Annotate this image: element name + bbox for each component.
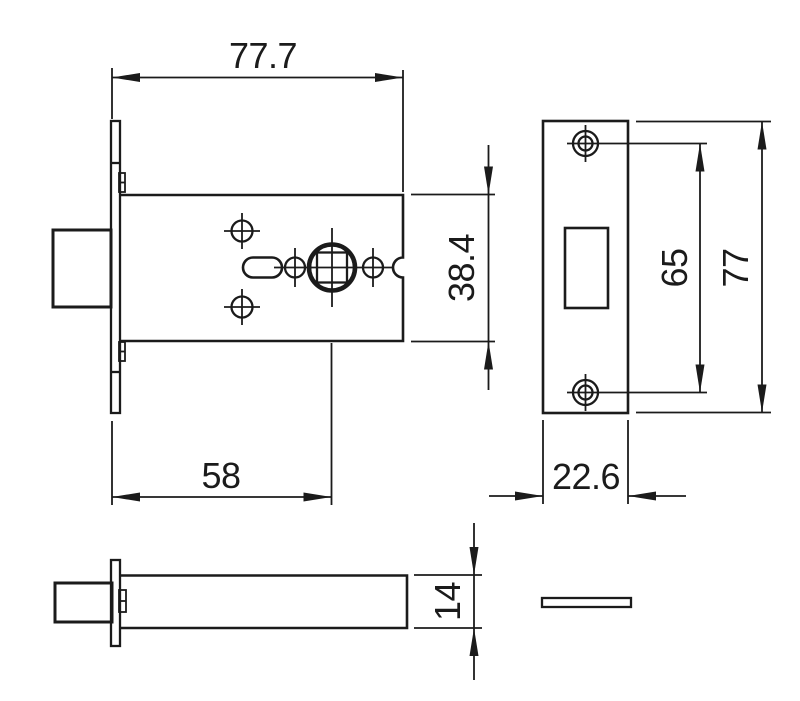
dim-label-case-height: 38.4 [441, 234, 482, 302]
dimension-case-length: 77.7 [111, 35, 404, 192]
case-outline [120, 574, 409, 630]
dimension-case-height: 38.4 [411, 145, 495, 390]
lock-case-bottom-view [53, 558, 409, 648]
dimension-backset: 58 [111, 421, 332, 505]
latch-bolt [53, 581, 114, 624]
arrowhead-bottom [695, 364, 705, 393]
dim-label-backset: 58 [201, 455, 240, 496]
arrowhead-top [484, 166, 493, 195]
spindle-follower [306, 228, 358, 307]
arrowhead-bottom [484, 341, 493, 370]
arrowhead-right [303, 492, 332, 502]
latch-bolt [51, 228, 113, 309]
arrowhead-left [515, 491, 543, 501]
arrowhead-left [112, 73, 140, 82]
dimension-faceplate-width: 22.6 [489, 420, 686, 504]
arrowhead-bottom [757, 384, 767, 413]
dimension-faceplate-height: 77 [636, 120, 771, 414]
arrowhead-right [375, 73, 403, 82]
arrowhead-top [695, 143, 705, 172]
arrowhead-right [628, 491, 656, 501]
dim-label-case-length: 77.7 [229, 35, 297, 76]
spring-clip [118, 589, 127, 613]
dim-label-faceplate-height: 77 [715, 248, 756, 287]
dim-label-case-thickness: 14 [427, 582, 468, 621]
dimension-screw-spacing: 65 [654, 143, 705, 393]
arrowhead-bottom [469, 628, 479, 656]
faceplate-front-view [541, 119, 707, 415]
dim-label-screw-spacing: 65 [654, 248, 695, 287]
pin-hole-left [274, 248, 312, 287]
lock-case-front-view [51, 119, 405, 505]
faceplate-screw-hole-bottom [567, 374, 707, 411]
case-outline [120, 193, 405, 343]
dim-label-faceplate-width: 22.6 [552, 456, 620, 497]
faceplate-outline [541, 119, 630, 415]
screw-hole-bottom [224, 289, 260, 325]
faceplate-screw-hole-top [567, 125, 707, 162]
screw-hole-top [224, 213, 260, 249]
spring-clip-top [118, 172, 126, 193]
arrowhead-left [112, 492, 140, 502]
latch-opening [563, 226, 610, 310]
faceplate-edge-profile [540, 596, 633, 609]
arrowhead-top [757, 121, 767, 150]
dimension-case-thickness: 14 [414, 523, 482, 680]
pin-hole-right [354, 248, 392, 287]
arrowhead-top [469, 547, 479, 575]
faceplate-side-view [540, 596, 633, 609]
